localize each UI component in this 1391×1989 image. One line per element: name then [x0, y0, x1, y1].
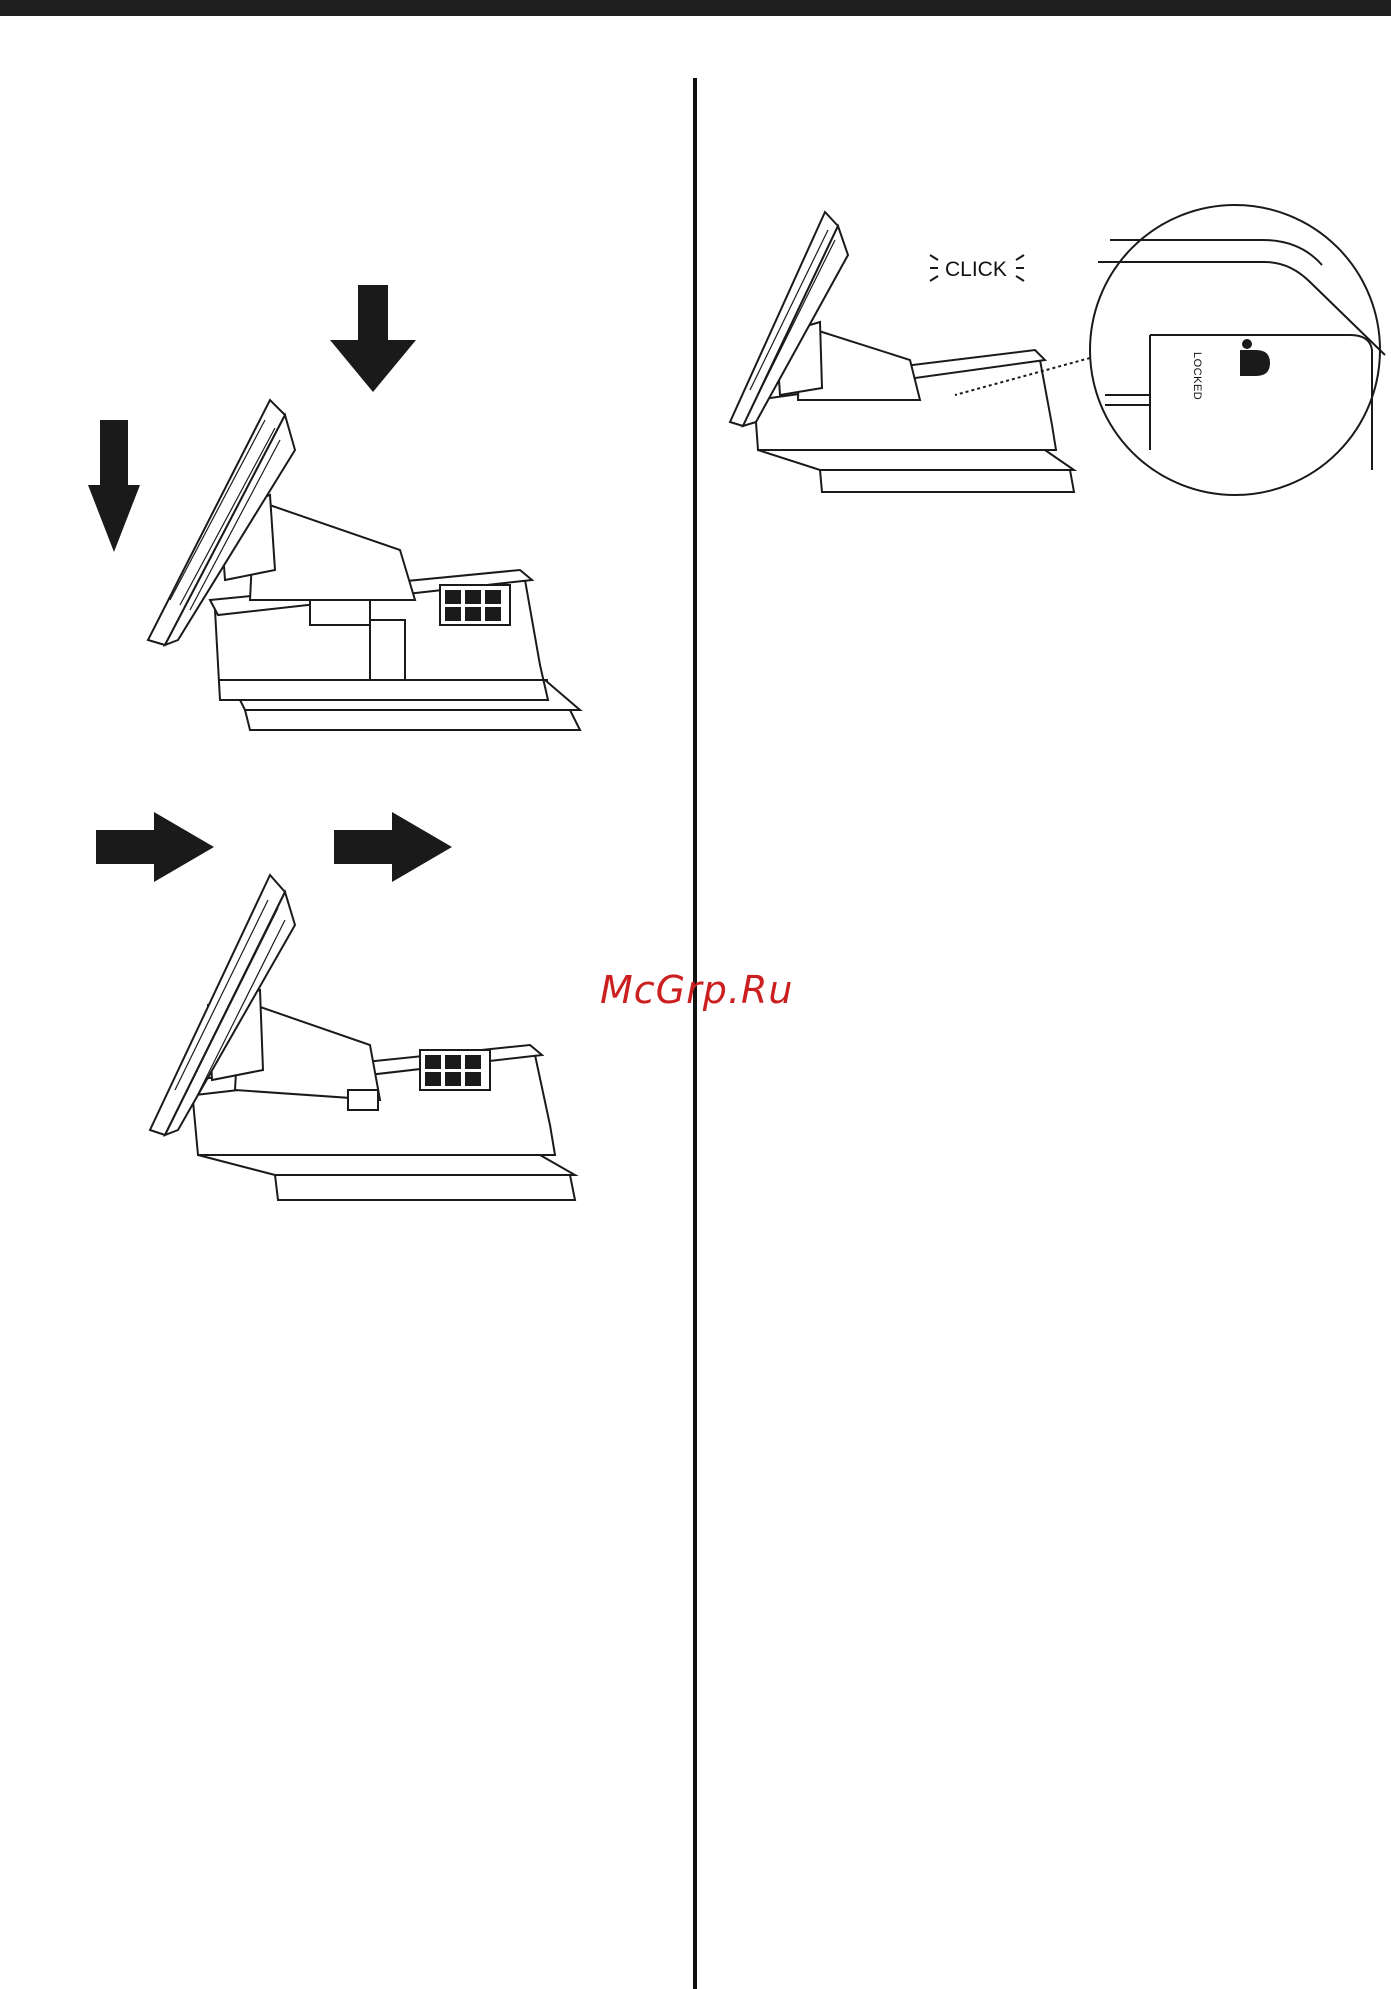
right-arrow-icon: [334, 812, 452, 882]
stand-locked-illustration: [710, 200, 1390, 510]
top-header-bar: [0, 0, 1391, 16]
right-arrow-icon: [96, 812, 214, 882]
locked-label: LOCKED: [1191, 352, 1203, 400]
down-arrow-icon: [330, 285, 416, 392]
stand-slide-right-illustration: [90, 800, 600, 1220]
zoom-detail-circle: [1090, 205, 1380, 495]
stand-push-down-illustration: [70, 270, 610, 740]
watermark-text: McGrp.Ru: [600, 968, 820, 1012]
click-label: CLICK: [945, 258, 1007, 282]
column-divider: [693, 78, 697, 1989]
down-arrow-icon: [88, 420, 140, 552]
